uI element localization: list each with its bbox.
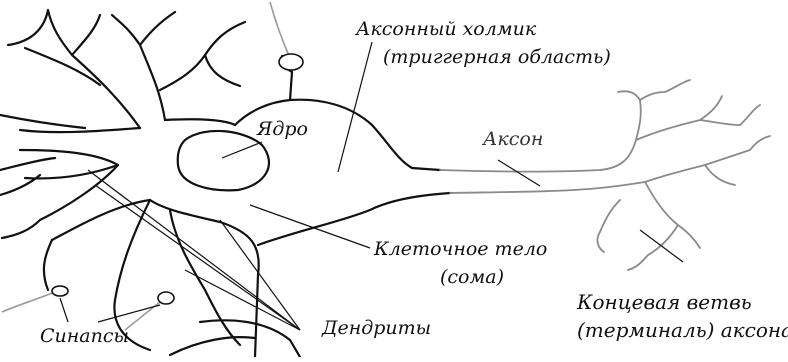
leader-axon: [498, 160, 540, 186]
leader-dendrite-2: [88, 170, 300, 330]
dendrite-top-mid: [112, 12, 245, 120]
synapse-bouton-top: [279, 54, 303, 70]
dendrite-lower-left: [2, 165, 118, 290]
nucleus-outline: [178, 131, 269, 190]
synapse-fiber-top: [270, 2, 290, 58]
leader-nucleus: [222, 142, 262, 158]
synapse-bouton-left: [52, 286, 68, 296]
label-dendrites: Дендриты: [322, 319, 431, 338]
dendrite-top-left: [8, 10, 140, 128]
dendrite-left-edge: [0, 115, 85, 195]
terminal-branches: [597, 80, 770, 270]
label-axon: Аксон: [483, 130, 543, 149]
leader-synapse-1: [60, 298, 68, 322]
label-cell-body: Клеточное тело: [374, 240, 547, 259]
label-trigger-zone: (триггерная область): [383, 48, 611, 67]
label-axon-terminal: (терминаль) аксона: [577, 320, 788, 340]
label-synapses: Синапсы: [40, 327, 129, 346]
leader-synapse-2: [98, 305, 160, 322]
axon-lower: [450, 182, 645, 193]
label-axon-hillock: Аксонный холмик: [356, 20, 536, 39]
label-soma: (сома): [440, 268, 504, 287]
synapse-bouton-mid: [158, 292, 174, 304]
synapse-fiber-left: [2, 292, 55, 312]
label-terminal-branch: Концевая ветвь: [577, 292, 752, 312]
label-nucleus: Ядро: [257, 120, 308, 139]
leader-dendrite-3: [220, 220, 300, 330]
